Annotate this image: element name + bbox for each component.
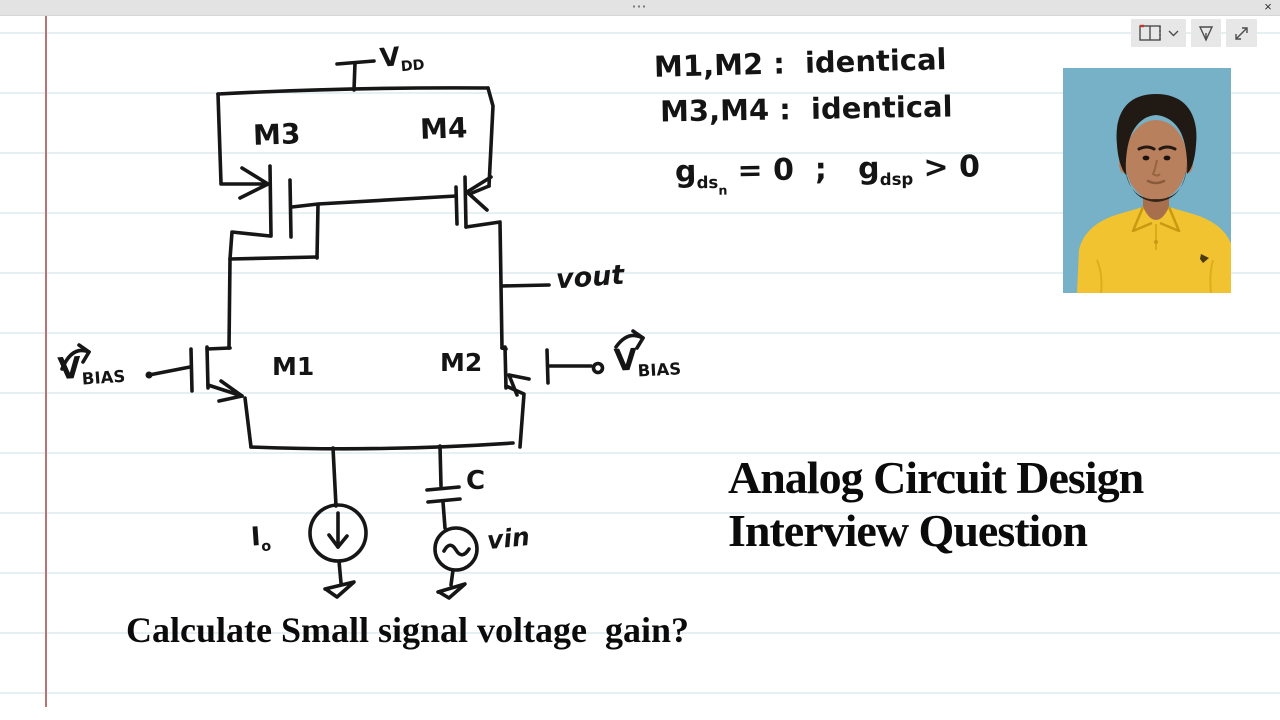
close-button[interactable]: × xyxy=(1264,0,1272,14)
pen-button[interactable] xyxy=(1191,19,1221,47)
titlebar: ⋯ × xyxy=(0,0,1280,16)
label-vbias-right: VBIAS xyxy=(613,342,682,381)
book-icon xyxy=(1139,24,1161,41)
pen-nib-icon xyxy=(1198,25,1214,42)
note-identical-2: M3,M4 : identical xyxy=(659,89,953,129)
label-m2: M2 xyxy=(440,348,483,377)
label-m3: M3 xyxy=(252,117,301,152)
label-m1: M1 xyxy=(272,352,315,381)
expand-button[interactable] xyxy=(1226,19,1257,47)
toolbar xyxy=(1131,19,1257,47)
label-i0: Io xyxy=(249,522,272,556)
label-vin: vin xyxy=(485,521,532,556)
reading-view-dropdown-button[interactable] xyxy=(1131,19,1186,47)
label-vout: vout xyxy=(555,259,626,296)
chevron-down-icon xyxy=(1168,30,1179,36)
portrait-image xyxy=(1063,68,1231,293)
label-vdd: VDD xyxy=(378,42,426,76)
label-vbias-left: VBIAS xyxy=(56,350,126,389)
question-text: Calculate Small signal voltage gain? xyxy=(126,610,690,650)
note-gds-equation: gdsn = 0 ; gdsp > 0 xyxy=(674,149,981,198)
label-m4: M4 xyxy=(419,111,468,146)
presenter-photo xyxy=(1063,68,1231,293)
menu-ellipsis-icon[interactable]: ⋯ xyxy=(631,0,649,15)
expand-diagonal-icon xyxy=(1235,26,1248,40)
margin-line xyxy=(45,15,47,707)
label-cap: C xyxy=(466,466,486,496)
